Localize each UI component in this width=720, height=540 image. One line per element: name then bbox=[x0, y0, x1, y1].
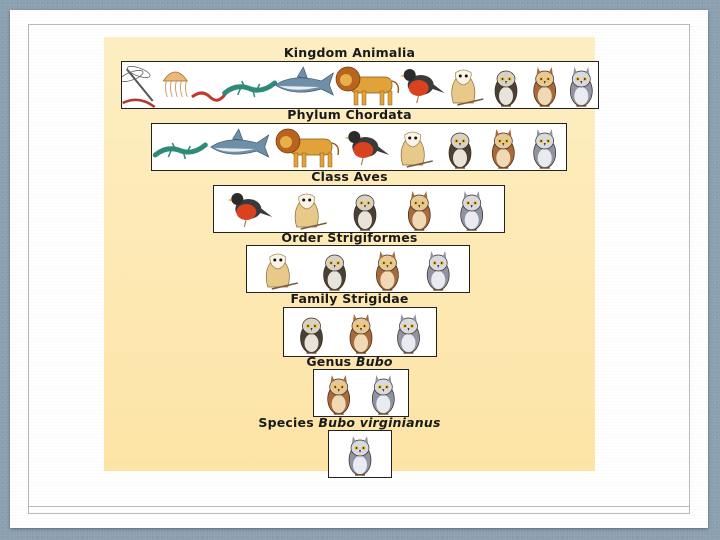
horned-owl-icon bbox=[534, 67, 556, 106]
organism-group-species bbox=[328, 430, 392, 478]
lion-icon bbox=[336, 67, 398, 105]
rank-label-order: Order Strigiformes bbox=[104, 230, 595, 245]
rank-label-phylum: Phylum Chordata bbox=[104, 107, 595, 122]
rank-label-kingdom: Kingdom Animalia bbox=[104, 45, 595, 60]
dragonfly-icon bbox=[122, 64, 155, 107]
barn-owl-icon bbox=[401, 132, 433, 167]
organism-strip bbox=[214, 186, 504, 232]
taxon-name: Aves bbox=[354, 169, 388, 184]
great-horned-owl-icon bbox=[398, 314, 420, 353]
rank-name: Family bbox=[290, 291, 337, 306]
taxon-name: Bubo bbox=[356, 354, 393, 369]
robin-icon bbox=[227, 193, 272, 227]
organism-group-kingdom bbox=[121, 61, 599, 109]
slide-footer-rule bbox=[28, 506, 690, 507]
robin-icon bbox=[400, 69, 445, 103]
rank-name: Genus bbox=[306, 354, 351, 369]
taxon-name: Strigidae bbox=[342, 291, 408, 306]
taxon-name: Chordata bbox=[345, 107, 411, 122]
lion-icon bbox=[276, 129, 338, 167]
rank-label-family: Family Strigidae bbox=[104, 291, 595, 306]
worm-icon bbox=[192, 93, 226, 100]
horned-owl-icon bbox=[328, 375, 350, 414]
organism-group-phylum bbox=[151, 123, 567, 171]
barn-owl-icon bbox=[452, 70, 484, 105]
organism-strip bbox=[314, 370, 408, 416]
rank-name: Species bbox=[258, 415, 313, 430]
horned-owl-icon bbox=[350, 314, 372, 353]
organism-group-order bbox=[246, 245, 470, 293]
taxon-name: Bubo virginianus bbox=[318, 415, 440, 430]
great-horned-owl-icon bbox=[427, 251, 449, 290]
organism-group-family bbox=[283, 307, 437, 357]
organism-group-genus bbox=[313, 369, 409, 417]
organism-strip bbox=[122, 62, 598, 108]
organism-strip bbox=[152, 124, 566, 170]
great-horned-owl-icon bbox=[372, 375, 394, 414]
great-horned-owl-icon bbox=[570, 67, 592, 106]
rank-name: Class bbox=[311, 169, 349, 184]
organism-strip bbox=[247, 246, 469, 292]
horned-owl-icon bbox=[492, 129, 514, 168]
great-horned-owl-icon bbox=[534, 129, 556, 168]
barn-owl-icon bbox=[295, 194, 327, 229]
lizard-icon bbox=[225, 81, 275, 97]
robin-icon bbox=[344, 131, 389, 165]
horned-owl-icon bbox=[376, 251, 398, 290]
hawk-owl-icon bbox=[301, 318, 323, 353]
lizard-icon bbox=[155, 143, 205, 159]
barn-owl-icon bbox=[266, 254, 298, 289]
rank-label-class: Class Aves bbox=[104, 169, 595, 184]
organism-strip bbox=[329, 431, 391, 477]
jellyfish-icon bbox=[163, 72, 187, 97]
great-horned-owl-icon bbox=[349, 436, 371, 475]
taxon-name: Strigiformes bbox=[327, 230, 417, 245]
hawk-owl-icon bbox=[449, 133, 471, 168]
organism-group-class bbox=[213, 185, 505, 233]
shark-icon bbox=[275, 67, 333, 95]
taxon-name: Animalia bbox=[352, 45, 415, 60]
organism-strip bbox=[284, 308, 436, 356]
rank-name: Order bbox=[281, 230, 322, 245]
hawk-owl-icon bbox=[354, 195, 376, 230]
rank-label-species: Species Bubo virginianus bbox=[104, 415, 595, 430]
rank-name: Phylum bbox=[287, 107, 341, 122]
horned-owl-icon bbox=[408, 191, 430, 230]
rank-label-genus: Genus Bubo bbox=[104, 354, 595, 369]
hawk-owl-icon bbox=[495, 71, 517, 106]
shark-icon bbox=[211, 129, 269, 157]
hawk-owl-icon bbox=[324, 255, 346, 290]
rank-name: Kingdom bbox=[284, 45, 348, 60]
great-horned-owl-icon bbox=[461, 191, 483, 230]
